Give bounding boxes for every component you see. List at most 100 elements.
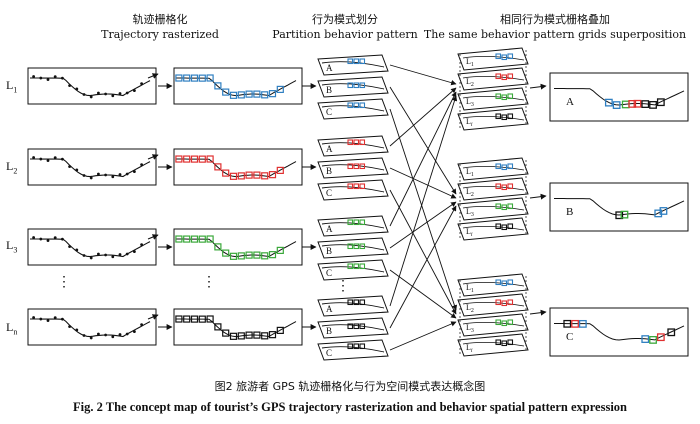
partition-line [321,83,385,90]
gps-point [68,245,71,249]
gps-point [97,332,100,336]
grid-cell [245,171,253,179]
grid-cell [190,235,199,243]
partition-cell [359,183,366,190]
gps-point [75,248,79,252]
grid-cell [268,331,277,339]
partition-to-group-arrow [389,321,457,351]
partition-label-B: B [326,326,332,336]
gps-point [125,332,129,336]
row-label-3-sub: 3 [13,245,18,255]
partition-to-group-arrow [389,269,457,319]
stack-line [462,166,525,171]
stack-cell [501,280,508,287]
partition-C-row3: C [317,259,389,281]
header-rasterized-zh: 轨迹栅格化 [132,13,188,26]
row-label-n-prefix: L [6,320,14,334]
result-cell [604,98,613,107]
gps-point [46,78,50,81]
gps-point [75,168,79,172]
gps-point [140,163,144,167]
grid-cell [276,246,284,254]
stack-line [462,116,525,121]
grid-cell [268,171,277,179]
row-label-n: Ln [6,320,17,336]
stack-cell [501,74,508,81]
stack-cell [507,183,514,190]
gps-point [111,175,115,179]
raw-box [27,308,157,346]
grid-cell [206,155,214,163]
gps-point [53,236,57,240]
partition-cell [353,163,360,170]
stack-cell [501,114,508,121]
gps-point [61,157,64,161]
partition-label-B: B [326,246,332,256]
grid-cell [261,252,269,260]
result-cell [571,319,579,328]
grid-cell [276,85,284,93]
row-label-1-prefix: L [6,78,14,92]
grid-cell [190,74,199,82]
result-cell [641,335,650,343]
partition-line [321,222,385,229]
stack-cell [507,319,514,326]
gps-point [39,237,43,241]
stack-cell [495,299,502,306]
gps-point [68,325,71,329]
row-label-n-sub: n [13,327,18,337]
trajectory-arrowhead [147,154,159,160]
grid-cell [183,235,191,243]
grid-cell [229,91,238,99]
partition-cell [347,183,354,190]
stack-cell [501,184,508,191]
stack-label-L1: L1 [466,57,474,68]
stack-cell [507,93,514,100]
partition-cell [353,263,360,270]
stack-cell [507,73,514,80]
partition-panel [317,215,389,237]
grid-cell [183,315,191,323]
partition-to-group-arrow [389,108,458,311]
partition-B-row3: B [317,237,389,259]
grid-cell [261,172,269,180]
arrow-to-result [529,309,547,316]
stack-label-L2: L2 [466,187,474,198]
header-rasterized-en: Trajectory rasterized [101,28,219,41]
grid-cell [253,171,261,179]
grid-cell [245,251,253,259]
gps-point [46,239,50,242]
result-cell [633,99,642,108]
partition-B-row1: B [317,76,389,98]
result-cell [649,101,657,109]
partition-cell [353,299,360,306]
grid-cell [198,155,206,163]
gps-point [82,254,86,257]
grid-cell [245,90,253,98]
raw-trajectory-3 [27,228,173,266]
raster-trajectory-2 [173,148,317,186]
stack-cell [495,279,502,286]
stack-cell [501,164,508,171]
gps-point [104,173,107,177]
stack-cell [495,73,502,80]
stack-cell [501,54,508,61]
gps-point [125,252,129,256]
partition-cell [359,243,366,250]
row-label-2-prefix: L [6,159,14,173]
partition-cell [353,219,360,226]
arrow-to-result [529,193,547,200]
stack-cell [507,299,514,306]
partition-B-row2: B [317,157,389,179]
partition-cell [347,299,354,306]
partition-cell [359,139,366,146]
result-cell [641,100,650,108]
partition-cell [347,139,354,146]
grid-cell [253,90,261,98]
gps-point [133,89,136,92]
partition-to-group-arrow [389,87,457,147]
trajectory-line [30,158,151,178]
gps-point [104,253,107,257]
partition-label-B: B [326,166,332,176]
result-line [554,88,685,106]
